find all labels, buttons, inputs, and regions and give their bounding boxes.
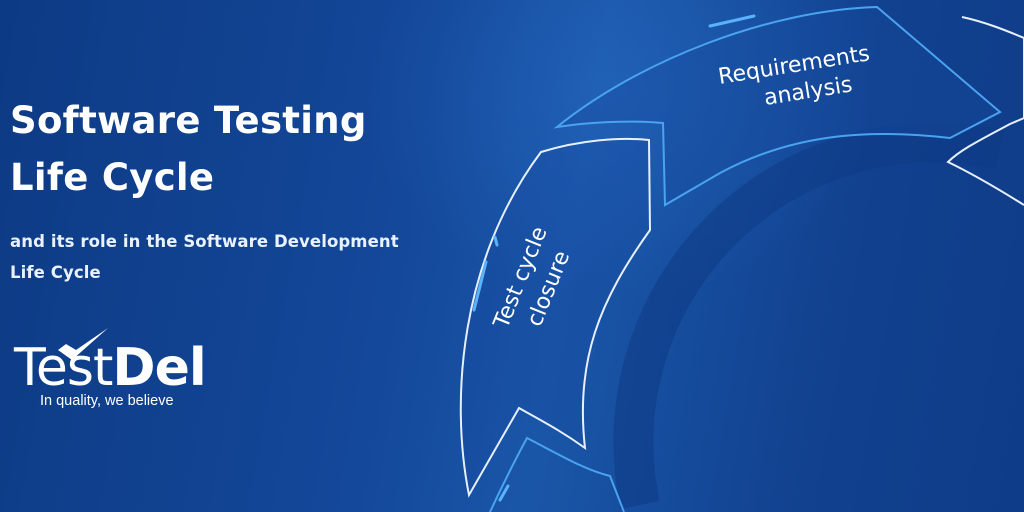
checkmark-icon xyxy=(58,328,108,360)
dash-1 xyxy=(493,235,499,247)
hero-text: Software Testing Life Cycle and its role… xyxy=(10,92,430,288)
dash-2 xyxy=(472,260,488,312)
dash-3 xyxy=(498,484,510,502)
arrow-lower-stage xyxy=(489,436,625,512)
highlight-dash xyxy=(708,14,756,28)
subtitle-line-2: Life Cycle xyxy=(10,263,101,282)
title-line-2: Life Cycle xyxy=(10,156,215,199)
arrow-next-stage xyxy=(946,16,1024,206)
arrow-requirements-analysis xyxy=(553,5,1002,207)
logo-tagline: In quality, we believe xyxy=(40,393,174,409)
title-line-1: Software Testing xyxy=(10,99,367,142)
logo-wordmark: TestDel xyxy=(14,338,207,398)
logo-word-del: Del xyxy=(112,338,206,398)
inner-ring-band xyxy=(613,122,1005,510)
page-title: Software Testing Life Cycle xyxy=(10,92,430,206)
testdel-logo: TestDel In quality, we believe xyxy=(14,326,224,416)
subtitle-line-1: and its role in the Software Development xyxy=(10,232,399,251)
arrow-test-cycle-closure xyxy=(459,137,652,498)
logo-word-test: Test xyxy=(14,338,113,398)
subtitle: and its role in the Software Development… xyxy=(10,226,430,288)
